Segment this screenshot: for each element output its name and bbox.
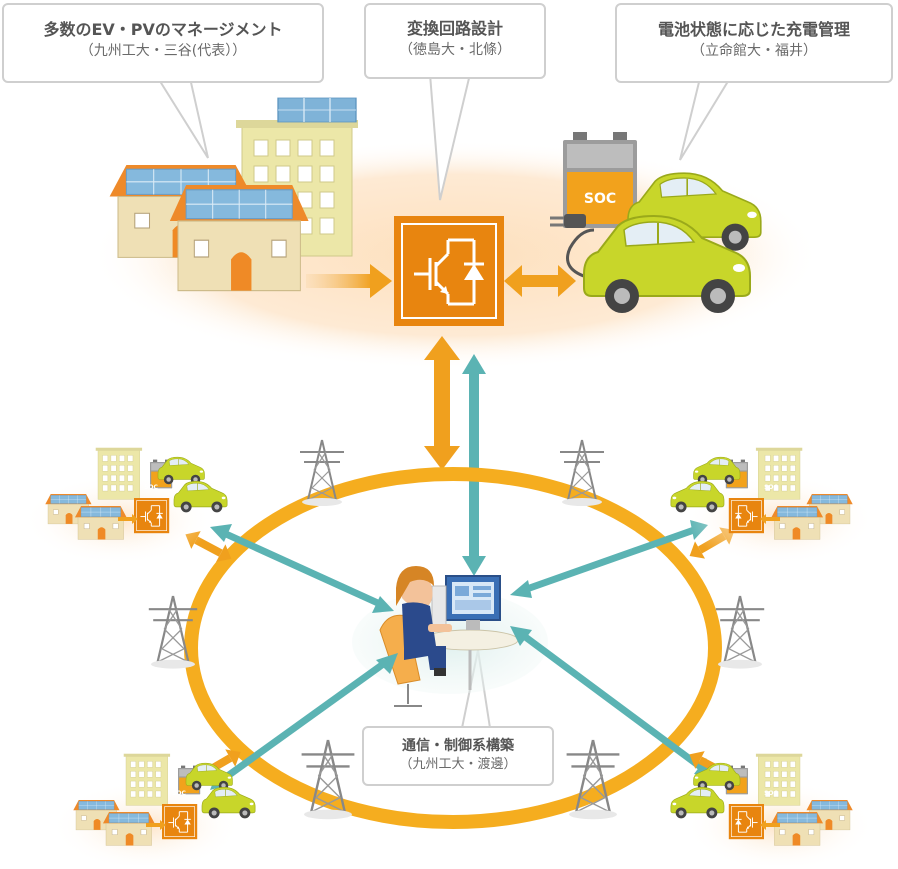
callout-ev-pv-title: 多数のEV・PVのマネージメント — [43, 20, 283, 39]
callout-circuit-title: 変換回路設計 — [406, 19, 503, 38]
callout-battery-sub: （立命館大・福井） — [691, 43, 817, 59]
operator-workstation — [379, 566, 519, 707]
converter-main — [392, 214, 506, 328]
svg-text:SOC: SOC — [144, 484, 158, 491]
grid-ring — [184, 467, 722, 829]
callout-ev-pv-sub: （九州工大・三谷(代表）） — [79, 43, 247, 59]
cluster-upper-left: SOC — [23, 448, 227, 565]
callout-pointer-ev-pv — [156, 77, 209, 159]
svg-text:SOC: SOC — [172, 790, 186, 797]
callout-comm-title: 通信・制御系構築 — [402, 738, 514, 754]
svg-text:SOC: SOC — [764, 484, 778, 491]
callout-ev-pv-management: 多数のEV・PVのマネージメント （九州工大・三谷(代表）） — [2, 3, 324, 83]
callout-circuit-design: 変換回路設計 （徳島大・北條） — [364, 3, 546, 79]
cluster-lower-right: SOC — [671, 754, 875, 865]
house-front — [169, 184, 310, 292]
building-solar-panel — [277, 97, 357, 123]
comm-arrow-upper-left — [210, 524, 394, 613]
arrow-power-vertical — [424, 336, 460, 470]
soc-label-main: SOC — [584, 191, 616, 207]
charging-plug — [550, 214, 595, 280]
cluster-lower-left: SOC — [51, 754, 255, 865]
arrow-converter-car — [504, 265, 576, 297]
callout-battery-charging: 電池状態に応じた充電管理 （立命館大・福井） — [615, 3, 893, 83]
callout-circuit-sub: （徳島大・北條） — [399, 42, 511, 58]
arrow-comm-vertical — [462, 354, 486, 576]
callout-communication-control: 通信・制御系構築 （九州工大・渡邊） — [362, 726, 554, 786]
battery-icon — [563, 132, 637, 228]
callout-battery-title: 電池状態に応じた充電管理 — [657, 20, 850, 39]
pylon-mid-right — [714, 594, 766, 670]
svg-text:SOC: SOC — [764, 790, 778, 797]
callout-pointer-battery — [679, 77, 732, 161]
callout-comm-sub: （九州工大・渡邊） — [399, 757, 517, 772]
cluster-upper-right: SOC — [671, 448, 875, 565]
arrow-house-to-converter — [306, 274, 372, 288]
